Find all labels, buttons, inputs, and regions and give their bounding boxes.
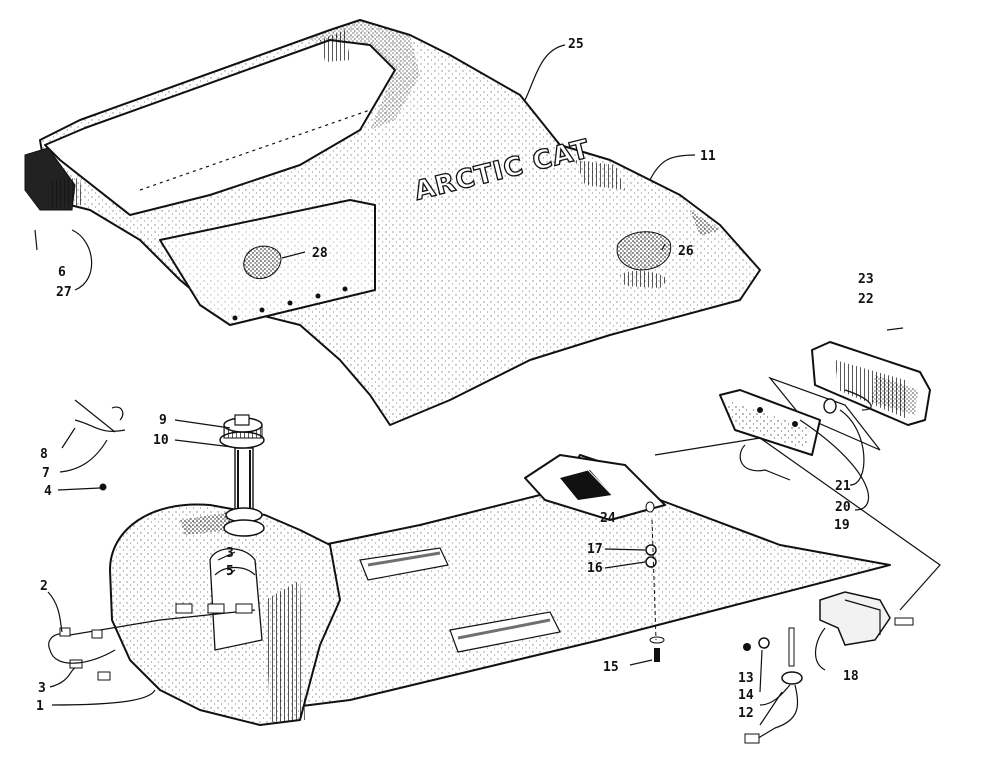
leader-lines — [34, 44, 904, 726]
callout-6: 6 — [58, 265, 66, 280]
callout-1: 1 — [36, 699, 44, 714]
fuel-line-fittings — [48, 566, 256, 681]
callout-labels: 1 2 3 3 4 5 6 7 8 9 10 11 12 13 14 15 16… — [36, 37, 874, 721]
callout-27: 27 — [56, 285, 72, 300]
filler-neck — [223, 447, 265, 537]
callout-5: 5 — [226, 564, 234, 579]
callout-24: 24 — [600, 511, 616, 526]
callout-23: 23 — [858, 272, 874, 287]
callout-9: 9 — [159, 413, 167, 428]
callout-3b: 3 — [226, 546, 234, 561]
callout-4: 4 — [44, 484, 52, 499]
filler-cover-26 — [616, 231, 672, 288]
callout-3: 3 — [38, 681, 46, 696]
grommet-stack — [645, 501, 665, 662]
callout-8: 8 — [40, 447, 48, 462]
callout-2: 2 — [40, 579, 48, 594]
callout-20: 20 — [835, 500, 851, 515]
panel-bolts — [232, 286, 348, 321]
emblem-28 — [243, 245, 282, 280]
callout-13: 13 — [738, 671, 754, 686]
callout-14: 14 — [738, 688, 754, 703]
fuel-cap — [219, 414, 265, 449]
callout-11: 11 — [700, 149, 716, 164]
callout-15: 15 — [603, 660, 619, 675]
taillight-assembly — [654, 341, 941, 744]
callout-25: 25 — [568, 37, 584, 52]
callout-18: 18 — [843, 669, 859, 684]
callout-28: 28 — [312, 246, 328, 261]
callout-21: 21 — [835, 479, 851, 494]
callout-10: 10 — [153, 433, 169, 448]
callout-17: 17 — [587, 542, 603, 557]
callout-26: 26 — [678, 244, 694, 259]
callout-16: 16 — [587, 561, 603, 576]
callout-12: 12 — [738, 706, 754, 721]
brake-switch — [743, 627, 803, 744]
callout-7: 7 — [42, 466, 50, 481]
callout-22: 22 — [858, 292, 874, 307]
vent-hose — [74, 399, 126, 491]
callout-19: 19 — [834, 518, 850, 533]
fuel-tank-tunnel-assembly — [48, 399, 891, 726]
seat-cowl-assembly: ARCTIC CAT — [24, 19, 761, 426]
